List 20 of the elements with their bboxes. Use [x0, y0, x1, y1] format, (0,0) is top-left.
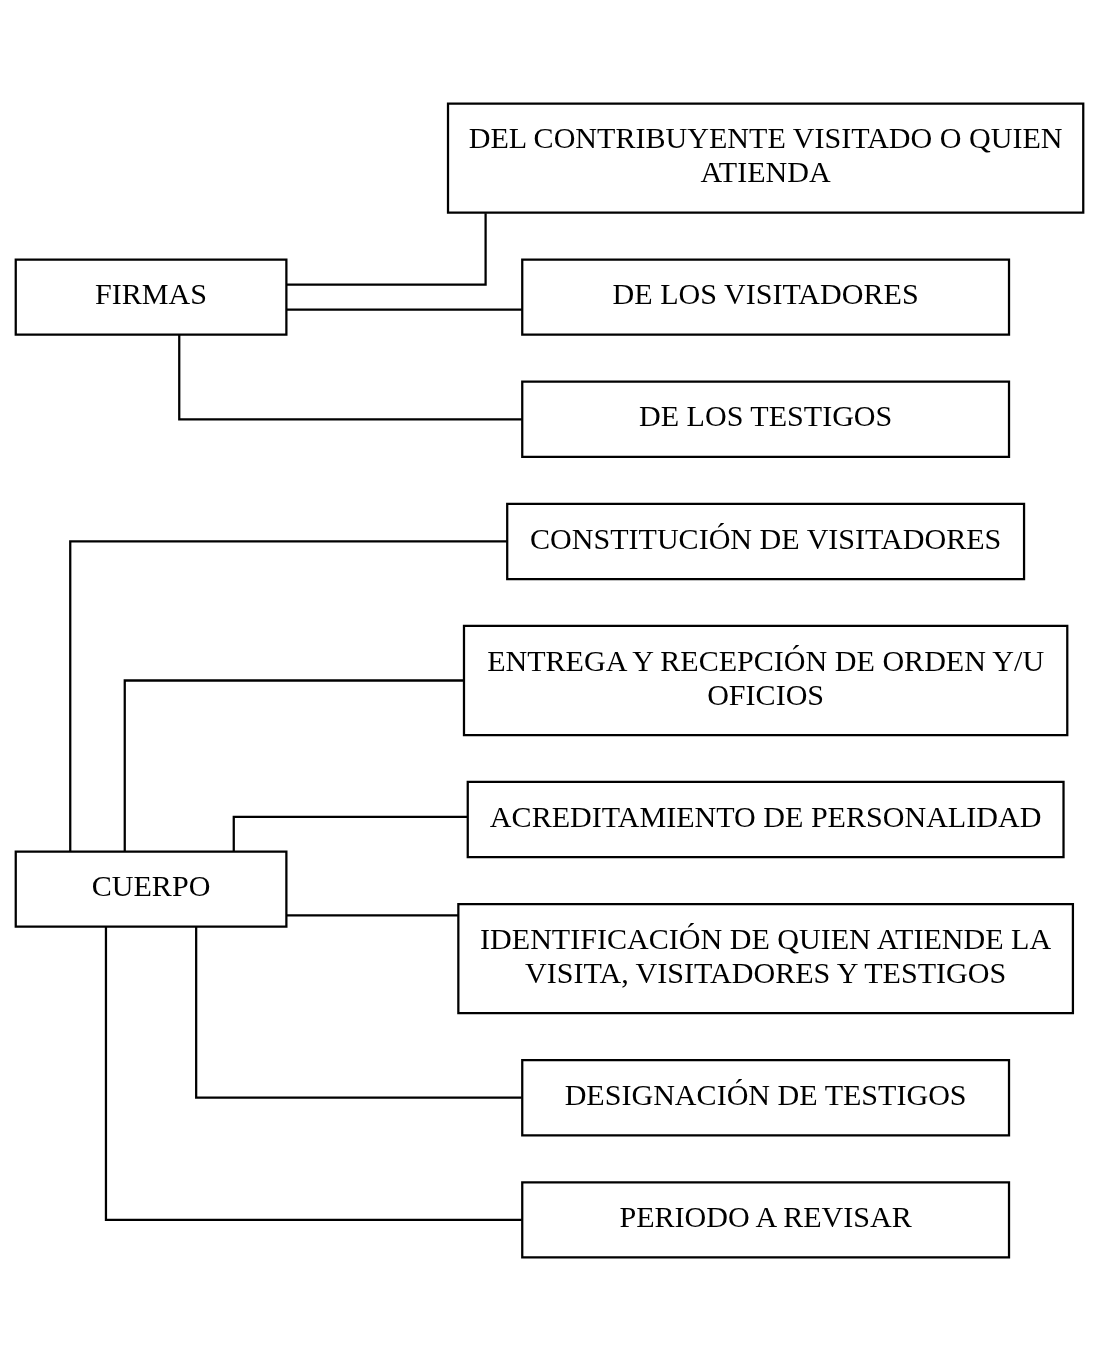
node-box: DEL CONTRIBUYENTE VISITADO O QUIEN ATIENDA — [446, 101, 1085, 214]
node-box: CONSTITUCIÓN DE VISITADORES — [506, 502, 1026, 580]
node-box: IDENTIFICACIÓN DE QUIEN ATIENDE LA VISITA, VISITADORES Y TESTIGOS — [457, 902, 1075, 1014]
connector — [286, 913, 458, 917]
node-box: ACREDITAMIENTO DE PERSONALIDAD — [466, 780, 1065, 858]
node-box: DE LOS TESTIGOS — [521, 380, 1011, 458]
connector — [178, 334, 523, 420]
connector — [286, 212, 487, 286]
node-box: PERIODO A REVISAR — [521, 1180, 1011, 1259]
connector — [232, 815, 468, 851]
node-box: CUERPO — [14, 849, 288, 928]
connector — [123, 678, 464, 851]
connector — [69, 539, 508, 851]
connector — [104, 926, 522, 1221]
node-box: ENTREGA Y RECEPCIÓN DE ORDEN Y/U OFICIOS — [462, 624, 1069, 736]
node-box: FIRMAS — [14, 257, 288, 336]
node-box: DE LOS VISITADORES — [521, 257, 1011, 336]
connector — [286, 308, 523, 311]
node-box: DESIGNACIÓN DE TESTIGOS — [521, 1058, 1011, 1136]
connector — [195, 926, 522, 1099]
